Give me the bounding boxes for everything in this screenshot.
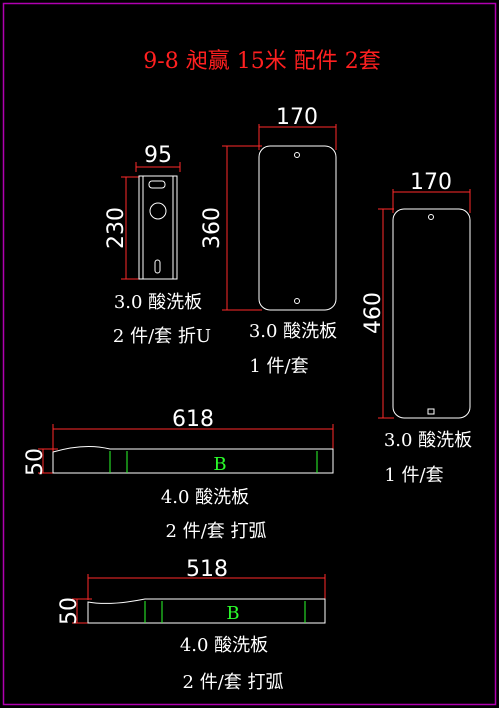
strip-518-outline	[87, 598, 326, 624]
bracket-outline	[138, 175, 178, 280]
strip-618-length-label: 618	[172, 407, 214, 432]
plate-460-top-hole	[428, 214, 434, 220]
bracket-qty: 2 件/套 折U	[113, 326, 211, 347]
part-plate-360: 170 360 3.0 酸洗板 1 件/套	[200, 105, 337, 377]
strip-618-material: 4.0 酸洗板	[161, 487, 249, 508]
part-strip-518: 518 50 B 4.0 酸洗板 2 件/套 打弧	[57, 557, 326, 693]
drawing-title: 9-8 昶赢 15米 配件 2套	[143, 49, 380, 74]
bracket-material: 3.0 酸洗板	[114, 292, 202, 313]
strip-518-material: 4.0 酸洗板	[180, 635, 268, 656]
plate-360-qty: 1 件/套	[249, 356, 308, 377]
strip-518-length-label: 518	[186, 557, 228, 582]
part-bracket: 95 230 3.0 酸洗板 2 件/套 折U	[104, 143, 211, 347]
plate-360-width-label: 170	[276, 105, 318, 130]
strip-618-mark: B	[213, 454, 226, 475]
strip-518-height-label: 50	[57, 597, 82, 625]
plate-460-bottom-slot	[427, 408, 435, 415]
plate-360-outline	[258, 145, 337, 311]
bracket-height-label: 230	[104, 207, 129, 249]
plate-360-height-label: 360	[200, 207, 225, 249]
bracket-slot	[148, 180, 166, 189]
plate-460-qty: 1 件/套	[384, 465, 443, 486]
bracket-bottom-slot	[154, 259, 161, 274]
strip-618-height-label: 50	[23, 448, 48, 476]
plate-460-material: 3.0 酸洗板	[384, 430, 472, 451]
plate-460-width-label: 170	[410, 170, 452, 195]
strip-618-outline	[52, 445, 334, 474]
part-strip-618: 618 50 B 4.0 酸洗板 2 件/套 打弧	[23, 407, 334, 542]
plate-460-outline	[392, 208, 471, 419]
plate-460-height-label: 460	[361, 292, 386, 334]
strip-618-qty: 2 件/套 打弧	[166, 521, 267, 542]
strip-518-mark: B	[226, 603, 239, 624]
bracket-hole	[149, 202, 167, 220]
strip-518-qty: 2 件/套 打弧	[183, 672, 284, 693]
part-plate-460: 170 460 3.0 酸洗板 1 件/套	[361, 170, 472, 486]
plate-360-bottom-hole	[294, 298, 300, 304]
bracket-width-label: 95	[144, 143, 172, 168]
plate-360-top-hole	[294, 152, 300, 158]
plate-360-material: 3.0 酸洗板	[249, 321, 337, 342]
